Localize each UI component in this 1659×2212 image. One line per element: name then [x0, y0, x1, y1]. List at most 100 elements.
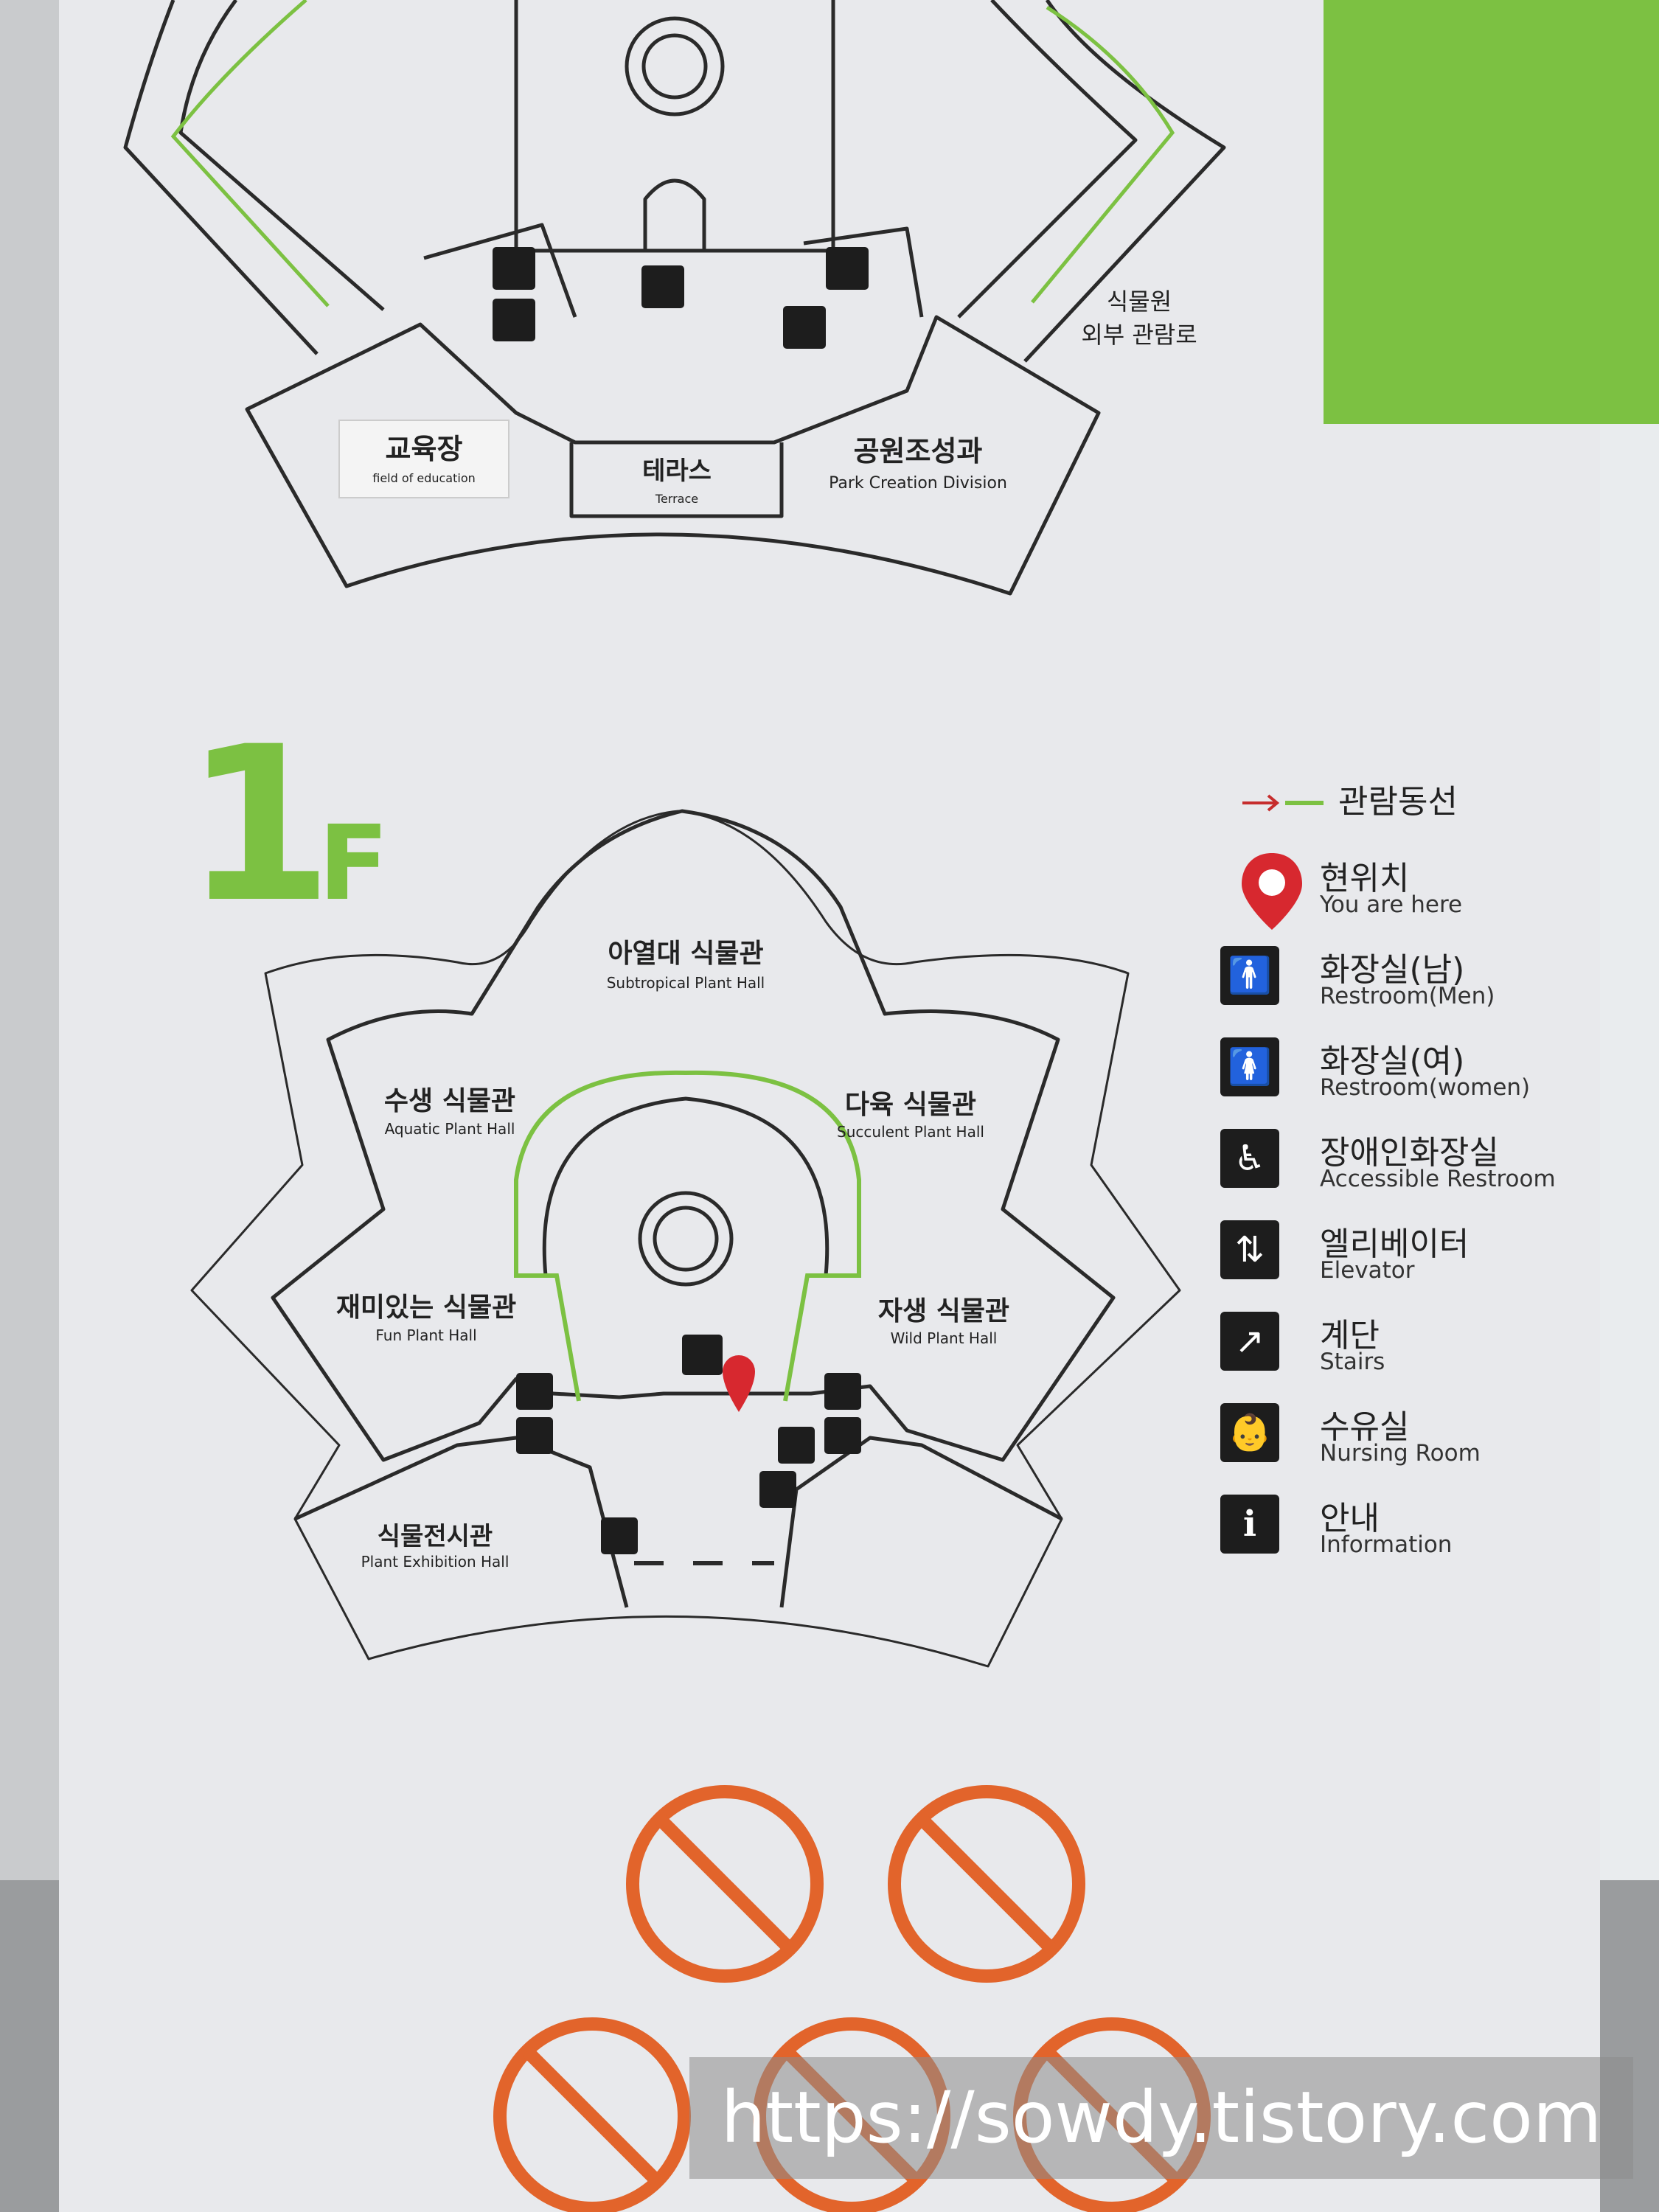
room-en-terrace: Terrace — [655, 492, 698, 506]
green-accent-block — [1324, 0, 1659, 424]
legend-en: Nursing Room — [1320, 1440, 1481, 1467]
upper-wing-left-inner — [178, 0, 385, 311]
upper-route-left — [170, 0, 330, 307]
first-floor-route-path — [514, 1070, 861, 1402]
nursing-room-icon: 👶 — [1220, 1403, 1279, 1462]
watermark-url: https://sowdy.tistory.com — [689, 2057, 1633, 2179]
no-food-drink-icon — [493, 2017, 691, 2212]
first-floor-route — [514, 1070, 861, 1402]
legend-item-accessible-restroom: ♿ 장애인화장실 Accessible Restroom — [1209, 1126, 1593, 1217]
restroom-women-icon — [826, 247, 869, 290]
legend-en: Restroom(women) — [1320, 1074, 1531, 1101]
education-label-card — [338, 420, 509, 498]
room-ko-education: 교육장 — [386, 433, 463, 465]
room-en-subtropical: Subtropical Plant Hall — [607, 974, 765, 992]
legend-route-label: 관람동선 — [1338, 783, 1458, 821]
upper-wing-right-inner — [957, 0, 1138, 319]
restroom-women-icon: 🚺 — [1220, 1037, 1279, 1096]
room-ko-wild: 자생 식물관 — [878, 1296, 1009, 1326]
upper-room-labels: 교육장 field of education 테라스 Terrace 공원조성과… — [338, 288, 1197, 506]
legend-en: You are here — [1320, 891, 1463, 918]
legend-item-location: 현위치 You are here — [1209, 852, 1593, 943]
legend: 관람동선 현위치 You are here 🚹 화장실(남) Restroom(… — [1209, 771, 1593, 1583]
upper-route-right — [1031, 5, 1175, 304]
stairs-icon — [682, 1335, 723, 1375]
room-ko-terrace: 테라스 — [642, 456, 712, 486]
restroom-men-icon — [493, 247, 535, 290]
legend-ko: 안내 — [1320, 1500, 1380, 1537]
legend-ko: 엘리베이터 — [1320, 1225, 1470, 1263]
legend-en: Accessible Restroom — [1320, 1166, 1556, 1192]
first-floor-rotunda-wall — [542, 1096, 830, 1276]
upper-rotunda-ring-inner — [641, 33, 708, 100]
room-ko-plant-exhibition: 식물전시관 — [378, 1522, 493, 1551]
upper-stairwell — [643, 178, 706, 251]
restroom-women-icon — [824, 1373, 861, 1410]
legend-route: 관람동선 — [1209, 771, 1593, 852]
legend-en: Restroom(Men) — [1320, 983, 1495, 1009]
accessible-restroom-icon — [493, 299, 535, 341]
room-en-education: field of education — [372, 471, 476, 485]
terrace-room — [569, 442, 784, 518]
legend-ko: 화장실(여) — [1320, 1043, 1465, 1080]
legend-en: Elevator — [1320, 1257, 1415, 1284]
accessible-restroom-icon: ♿ — [1220, 1129, 1279, 1188]
elevator-icon: ⇅ — [1220, 1220, 1279, 1279]
room-ko-park-creation: 공원조성과 — [854, 435, 983, 467]
upper-route-lines — [170, 0, 1175, 307]
legend-item-restroom-men: 🚹 화장실(남) Restroom(Men) — [1209, 943, 1593, 1034]
room-en-succulent: Succulent Plant Hall — [837, 1123, 984, 1141]
outdoor-route-label-2: 외부 관람로 — [1081, 321, 1197, 349]
upper-wing-left-outer — [123, 0, 319, 355]
upper-bottom-halls — [245, 315, 1101, 596]
room-ko-aquatic: 수생 식물관 — [384, 1086, 515, 1116]
first-floor-rotunda-ring-inner — [653, 1206, 719, 1272]
room-en-aquatic: Aquatic Plant Hall — [385, 1120, 515, 1138]
upper-rotunda-ring-outer — [625, 16, 725, 116]
background-wall-left — [0, 0, 66, 2212]
legend-ko: 화장실(남) — [1320, 951, 1465, 989]
first-floor-facility-icons — [516, 1335, 861, 1554]
elevator-icon — [778, 1427, 815, 1464]
location-pin-icon — [1242, 853, 1302, 930]
first-floor-right-wing — [779, 1436, 1063, 1608]
route-line-icon — [1242, 794, 1324, 812]
room-en-wild: Wild Plant Hall — [891, 1329, 998, 1347]
room-en-fun: Fun Plant Hall — [375, 1326, 476, 1344]
stairs-icon — [641, 265, 684, 308]
accessible-restroom-icon — [516, 1417, 553, 1454]
legend-item-nursing-room: 👶 수유실 Nursing Room — [1209, 1400, 1593, 1492]
room-ko-succulent: 다육 식물관 — [845, 1090, 976, 1120]
upper-floor-map — [123, 0, 1226, 596]
legend-en: Information — [1320, 1531, 1453, 1558]
stairs-icon: ↗ — [1220, 1312, 1279, 1371]
floor-number: 1 — [184, 701, 333, 950]
room-ko-fun: 재미있는 식물관 — [336, 1293, 516, 1323]
legend-ko: 장애인화장실 — [1320, 1134, 1499, 1172]
first-floor-room-labels: 아열대 식물관 Subtropical Plant Hall 수생 식물관 Aq… — [336, 939, 1009, 1571]
legend-ko: 계단 — [1320, 1317, 1380, 1354]
information-icon — [601, 1517, 638, 1554]
outdoor-route-label-1: 식물원 — [1107, 288, 1172, 316]
no-touching-icon — [626, 1785, 824, 1983]
upper-restroom-right — [803, 226, 924, 318]
upper-rotunda — [514, 0, 835, 253]
accessible-restroom-icon — [824, 1417, 861, 1454]
floor-letter: F — [318, 804, 389, 924]
legend-item-elevator: ⇅ 엘리베이터 Elevator — [1209, 1217, 1593, 1309]
legend-ko: 수유실 — [1320, 1408, 1410, 1446]
upper-facility-icons — [493, 247, 869, 349]
upper-restroom-left — [423, 223, 577, 318]
legend-ko: 현위치 — [1320, 860, 1410, 897]
legend-item-information: i 안내 Information — [1209, 1492, 1593, 1583]
location-pin-icon — [723, 1355, 755, 1412]
room-en-park-creation: Park Creation Division — [829, 474, 1007, 493]
restroom-men-icon: 🚹 — [1220, 946, 1279, 1005]
nursing-room-icon — [759, 1471, 796, 1508]
restroom-men-icon — [516, 1373, 553, 1410]
no-smoking-icon — [888, 1785, 1085, 1983]
legend-item-stairs: ↗ 계단 Stairs — [1209, 1309, 1593, 1400]
floor-indicator: 1F — [184, 719, 389, 933]
room-en-plant-exhibition: Plant Exhibition Hall — [361, 1553, 509, 1571]
legend-item-restroom-women: 🚺 화장실(여) Restroom(women) — [1209, 1034, 1593, 1126]
